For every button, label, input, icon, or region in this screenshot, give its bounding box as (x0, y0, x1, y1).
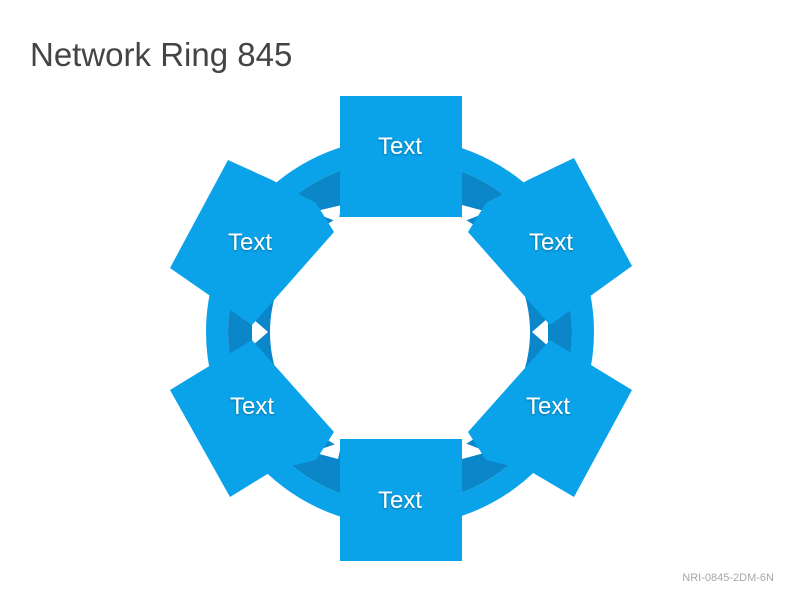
node-top[interactable]: Text (340, 96, 462, 217)
node-bottom-label: Text (378, 487, 422, 514)
node-bottom[interactable]: Text (340, 439, 462, 561)
node-bottom-left-box (170, 340, 334, 497)
footer-code: NRI-0845-2DM-6N (682, 572, 774, 584)
node-bottom-right-label: Text (526, 393, 570, 420)
node-bottom-left[interactable]: Text (170, 340, 334, 497)
segment-gaps (252, 205, 548, 459)
node-top-right-box (468, 158, 632, 325)
node-bottom-left-label: Text (230, 393, 274, 420)
node-top-right[interactable]: Text (468, 158, 632, 325)
node-top-left[interactable]: Text (170, 160, 334, 325)
node-top-left-label: Text (228, 229, 272, 256)
node-top-label: Text (378, 133, 422, 160)
node-bottom-right-box (468, 340, 632, 497)
node-bottom-box (340, 439, 462, 561)
node-bottom-right[interactable]: Text (468, 340, 632, 497)
node-top-right-label: Text (529, 229, 573, 256)
node-top-left-box (170, 160, 334, 325)
node-top-box (340, 96, 462, 217)
page-title: Network Ring 845 (30, 36, 293, 73)
